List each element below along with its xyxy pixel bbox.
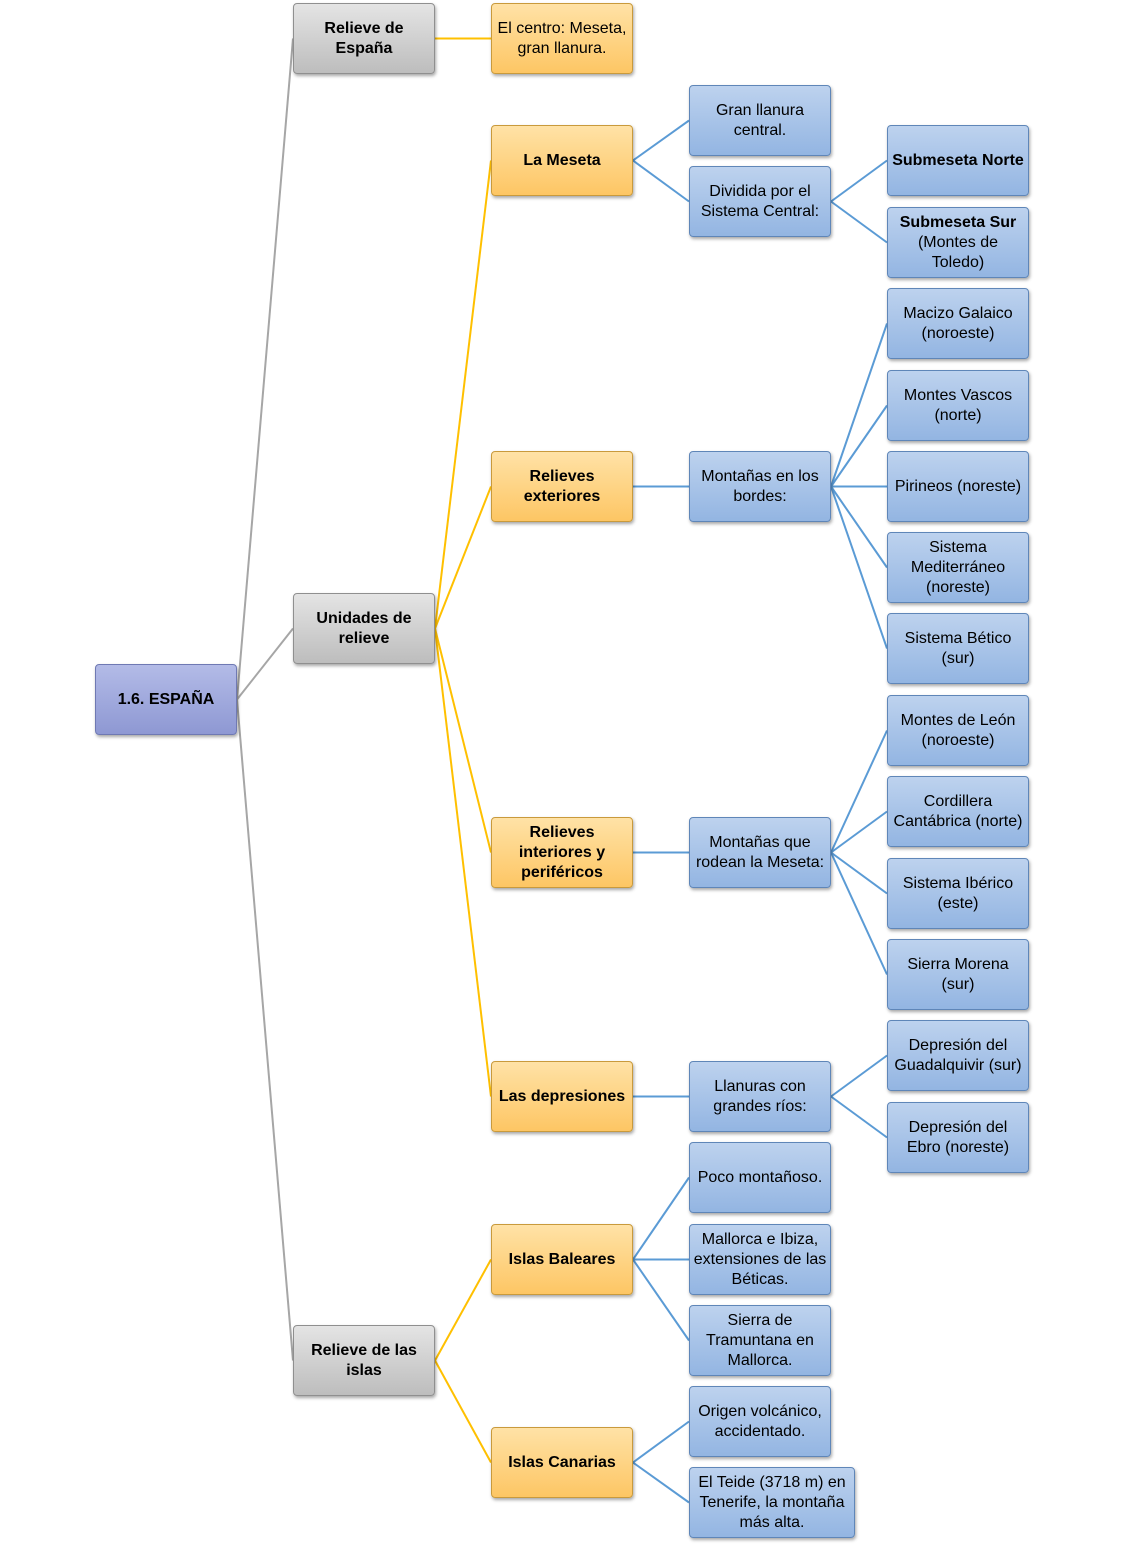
root-node: 1.6. ESPAÑA [95,664,237,735]
exterior-item: Sistema Bético (sur) [887,613,1029,684]
centro-meseta-node: El centro: Meseta, gran llanura. [491,3,633,74]
baleares-item: Poco montañoso. [689,1142,831,1213]
submeseta-sur-label: Submeseta Sur [899,213,1017,231]
islas-baleares-node: Islas Baleares [491,1224,633,1295]
exterior-item: Sistema Mediterráneo (noreste) [887,532,1029,603]
connector-line [434,628,492,853]
la-meseta-node: La Meseta [491,125,633,196]
connector-line [830,404,888,488]
connector-line [632,119,690,162]
gran-llanura-node: Gran llanura central. [689,85,831,156]
dividida-node: Dividida por el Sistema Central: [689,166,831,237]
connector-line [830,730,888,853]
interior-item: Sistema Ibérico (este) [887,858,1029,929]
submeseta-sur-detail: (Montes de Toledo) [917,233,999,271]
connector-line [830,323,888,487]
centro-meseta-label: El centro: Meseta, gran llanura. [497,19,627,57]
connector-line [830,1095,888,1139]
relieves-interiores-node: Relieves interiores y periféricos [491,817,633,888]
interior-item: Cordillera Cantábrica (norte) [887,776,1029,847]
connector-line [632,1176,690,1261]
depresion-item-label: Depresión del Guadalquivir (sur) [894,1036,1022,1074]
relieve-espana-label: Relieve de España [324,19,404,57]
montanas-bordes-label: Montañas en los bordes: [701,467,819,505]
connector-line [830,851,888,895]
exterior-item-label: Pirineos (noreste) [894,477,1022,495]
connector-line [236,38,294,700]
interior-item-label: Montes de León (noroeste) [900,711,1016,749]
unidades-relieve-node: Unidades de relieve [293,593,435,664]
exterior-item-label: Sistema Mediterráneo (noreste) [910,538,1006,596]
connector-line [830,810,888,854]
baleares-item-label: Mallorca e Ibiza, extensiones de las Bét… [693,1230,827,1288]
root-label: 1.6. ESPAÑA [117,690,215,708]
islas-canarias-node: Islas Canarias [491,1427,633,1498]
connector-line [236,699,294,1361]
exterior-item-label: Montes Vascos (norte) [903,386,1013,424]
baleares-item: Mallorca e Ibiza, extensiones de las Bét… [689,1224,831,1295]
montanas-rodean-label: Montañas que rodean la Meseta: [695,833,825,871]
dividida-label: Dividida por el Sistema Central: [700,182,820,220]
submeseta-sur-node: Submeseta Sur (Montes de Toledo) [887,207,1029,278]
interior-item: Sierra Morena (sur) [887,939,1029,1010]
canarias-item: Origen volcánico, accidentado. [689,1386,831,1457]
connector-line [632,1420,690,1464]
islas-baleares-label: Islas Baleares [508,1250,616,1268]
gran-llanura-label: Gran llanura central. [715,101,805,139]
interior-item: Montes de León (noroeste) [887,695,1029,766]
submeseta-norte-label: Submeseta Norte [892,151,1024,169]
connector-line [830,159,888,203]
connector-line [632,159,690,203]
connector-line [434,160,492,629]
exterior-item: Macizo Galaico (noroeste) [887,288,1029,359]
depresion-item-label: Depresión del Ebro (noreste) [906,1118,1010,1156]
connector-line [830,485,888,569]
islas-canarias-label: Islas Canarias [508,1453,616,1471]
canarias-item: El Teide (3718 m) en Tenerife, la montañ… [689,1467,855,1538]
relieves-interiores-label: Relieves interiores y periféricos [518,823,606,881]
connector-line [830,200,888,244]
llanuras-rios-label: Llanuras con grandes ríos: [713,1077,807,1115]
depresiones-node: Las depresiones [491,1061,633,1132]
relieve-espana-node: Relieve de España [293,3,435,74]
submeseta-norte-node: Submeseta Norte [887,125,1029,196]
connector-line [434,628,492,1097]
relieve-islas-node: Relieve de las islas [293,1325,435,1396]
llanuras-rios-node: Llanuras con grandes ríos: [689,1061,831,1132]
interior-item-label: Sistema Ibérico (este) [902,874,1014,912]
connector-line [434,486,492,629]
depresiones-label: Las depresiones [498,1087,626,1105]
montanas-rodean-node: Montañas que rodean la Meseta: [689,817,831,888]
interior-item-label: Cordillera Cantábrica (norte) [893,792,1023,830]
relieve-islas-label: Relieve de las islas [311,1341,417,1379]
exterior-item-label: Macizo Galaico (noroeste) [903,304,1013,342]
exterior-item: Pirineos (noreste) [887,451,1029,522]
baleares-item: Sierra de Tramuntana en Mallorca. [689,1305,831,1376]
unidades-relieve-label: Unidades de relieve [316,609,412,647]
connector-line [632,1258,690,1342]
baleares-item-label: Poco montañoso. [697,1168,823,1186]
baleares-item-label: Sierra de Tramuntana en Mallorca. [706,1311,814,1369]
depresion-item: Depresión del Guadalquivir (sur) [887,1020,1029,1091]
la-meseta-label: La Meseta [523,151,601,169]
relieves-exteriores-label: Relieves exteriores [523,467,601,505]
depresion-item: Depresión del Ebro (noreste) [887,1102,1029,1173]
relieves-exteriores-node: Relieves exteriores [491,451,633,522]
connector-line [236,627,294,701]
canarias-item-label: El Teide (3718 m) en Tenerife, la montañ… [698,1473,846,1531]
connector-line [434,1360,492,1463]
connector-line [830,852,888,975]
interior-item-label: Sierra Morena (sur) [907,955,1009,993]
exterior-item-label: Sistema Bético (sur) [904,629,1012,667]
connector-line [434,1259,492,1361]
montanas-bordes-node: Montañas en los bordes: [689,451,831,522]
connector-line [830,486,888,649]
exterior-item: Montes Vascos (norte) [887,370,1029,441]
canarias-item-label: Origen volcánico, accidentado. [698,1402,822,1440]
connector-line [632,1461,690,1504]
connector-line [830,1054,888,1098]
